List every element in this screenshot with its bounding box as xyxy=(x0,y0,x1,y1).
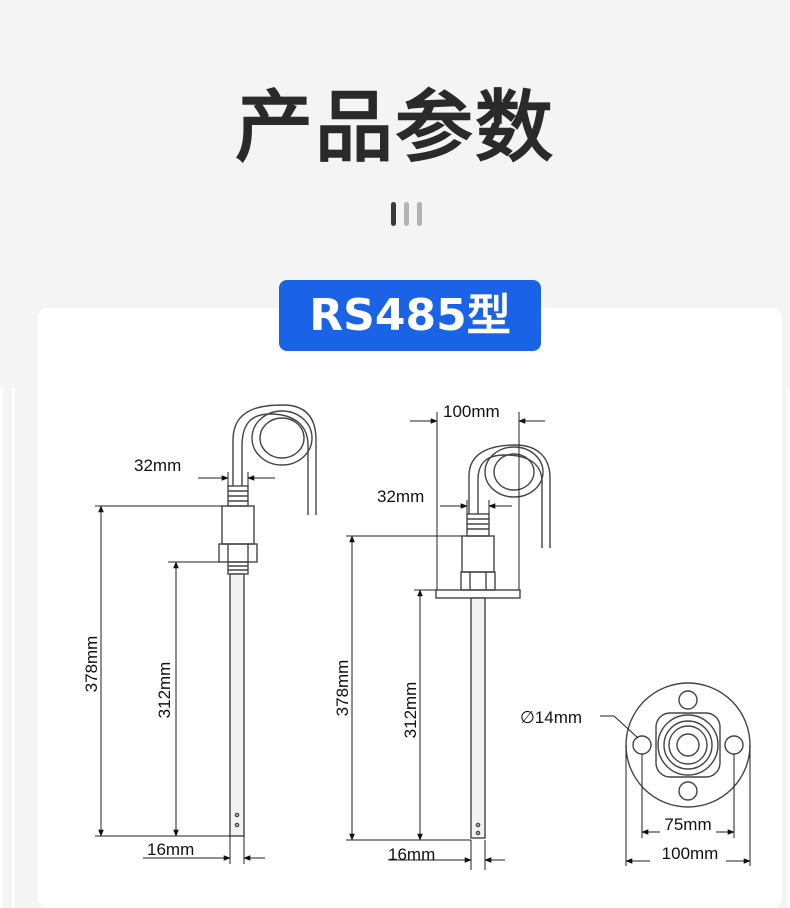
divider-bar xyxy=(404,202,409,226)
left-probe-length-label: 312mm xyxy=(155,662,174,719)
right-sensor xyxy=(435,444,551,839)
right-total-length-label: 378mm xyxy=(333,660,352,717)
model-badge: RS485型 xyxy=(279,280,541,351)
right-dimensions xyxy=(346,412,545,870)
spec-card xyxy=(38,308,782,908)
right-coil-width-label: 100mm xyxy=(443,402,500,421)
flange-dimensions xyxy=(600,715,751,866)
flange-top-view xyxy=(625,682,751,808)
left-total-length-label: 378mm xyxy=(82,636,101,693)
right-probe-length-label: 312mm xyxy=(401,682,420,739)
right-cable-gap-label: 32mm xyxy=(377,487,424,506)
left-sensor xyxy=(218,404,317,837)
title-divider-bars xyxy=(391,202,431,226)
flange-bolt-circle-label: 75mm xyxy=(664,815,711,834)
left-dimensions xyxy=(95,472,275,864)
divider-bar xyxy=(417,202,422,226)
flange-outer-diameter-label: 100mm xyxy=(662,844,719,863)
left-probe-diameter-label: 16mm xyxy=(147,840,194,859)
flange-hole-diameter-label: ∅14mm xyxy=(520,708,582,727)
left-edge-strip xyxy=(12,388,15,908)
left-cable-gap-label: 32mm xyxy=(134,456,181,475)
left-edge-strip xyxy=(0,388,3,908)
divider-bar xyxy=(391,202,396,226)
right-edge-strip xyxy=(787,388,790,908)
page-title: 产品参数 xyxy=(234,83,555,173)
right-probe-diameter-label: 16mm xyxy=(388,845,435,864)
